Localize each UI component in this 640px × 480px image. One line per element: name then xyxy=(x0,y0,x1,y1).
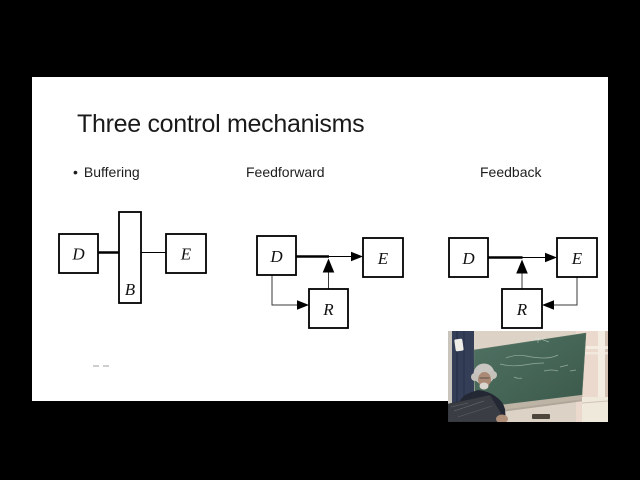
node-label-E: E xyxy=(571,249,583,268)
chalk-writing xyxy=(499,337,577,379)
node-box-E xyxy=(165,233,207,274)
node-box-D xyxy=(448,237,489,278)
notebook-reflection-3 xyxy=(450,402,469,408)
edge-d-to-r xyxy=(271,275,298,306)
feedback-diagram: D E R xyxy=(448,237,598,329)
notebook-reflection-2 xyxy=(457,405,493,418)
bullet-glyph: • xyxy=(73,164,78,180)
node-label-D: D xyxy=(71,245,85,264)
node-box-B xyxy=(118,211,142,304)
node-label-E: E xyxy=(377,249,389,268)
slide-title: Three control mechanisms xyxy=(77,110,365,138)
node-box-E xyxy=(362,237,404,278)
node-label-D: D xyxy=(461,249,475,268)
edge-e-to-r xyxy=(553,277,578,306)
hair-tuft-right xyxy=(489,371,497,379)
node-box-E xyxy=(556,237,598,278)
wall-slot xyxy=(532,414,550,419)
door-frame-edge xyxy=(605,331,608,422)
node-label-R: R xyxy=(516,300,528,319)
panel-groove xyxy=(581,400,608,404)
feedforward-diagram: D E R xyxy=(256,235,404,329)
node-label-B: B xyxy=(125,280,136,299)
node-box-R xyxy=(501,288,543,329)
lecturer-hand xyxy=(496,414,508,422)
notebook-reflection xyxy=(453,400,485,412)
node-box-D xyxy=(58,233,99,274)
arrowhead-to-r xyxy=(297,300,309,310)
hair-tuft-left xyxy=(471,373,479,381)
buffering-diagram: D B E xyxy=(58,211,207,304)
webcam-video xyxy=(448,331,608,422)
node-box-D xyxy=(256,235,297,276)
node-label-R: R xyxy=(322,300,334,319)
faint-marks-right xyxy=(103,365,109,367)
arrowhead-up xyxy=(322,258,335,273)
wall-stripe-2 xyxy=(576,352,608,355)
wall-switch xyxy=(454,338,464,352)
faint-marks-left xyxy=(93,365,99,367)
node-label-E: E xyxy=(180,245,192,264)
door-frame xyxy=(598,331,605,422)
arrowhead-to-r xyxy=(542,300,554,310)
arrowhead-to-e xyxy=(351,251,363,262)
arrowhead-up xyxy=(516,259,528,274)
left-wall-edge xyxy=(448,331,452,422)
slide: Three control mechanisms • Buffering Feed… xyxy=(32,77,608,401)
buffering-label-text: Buffering xyxy=(83,164,140,180)
column-label-buffering: • Buffering xyxy=(73,164,140,180)
node-label-D: D xyxy=(269,247,283,266)
lower-right-panel xyxy=(582,397,608,422)
wall-stripe xyxy=(576,346,608,349)
column-label-feedforward: Feedforward xyxy=(246,164,325,180)
beard xyxy=(479,382,489,390)
column-label-feedback: Feedback xyxy=(480,164,542,180)
node-box-R xyxy=(308,288,349,329)
arrowhead-to-e xyxy=(545,252,557,263)
